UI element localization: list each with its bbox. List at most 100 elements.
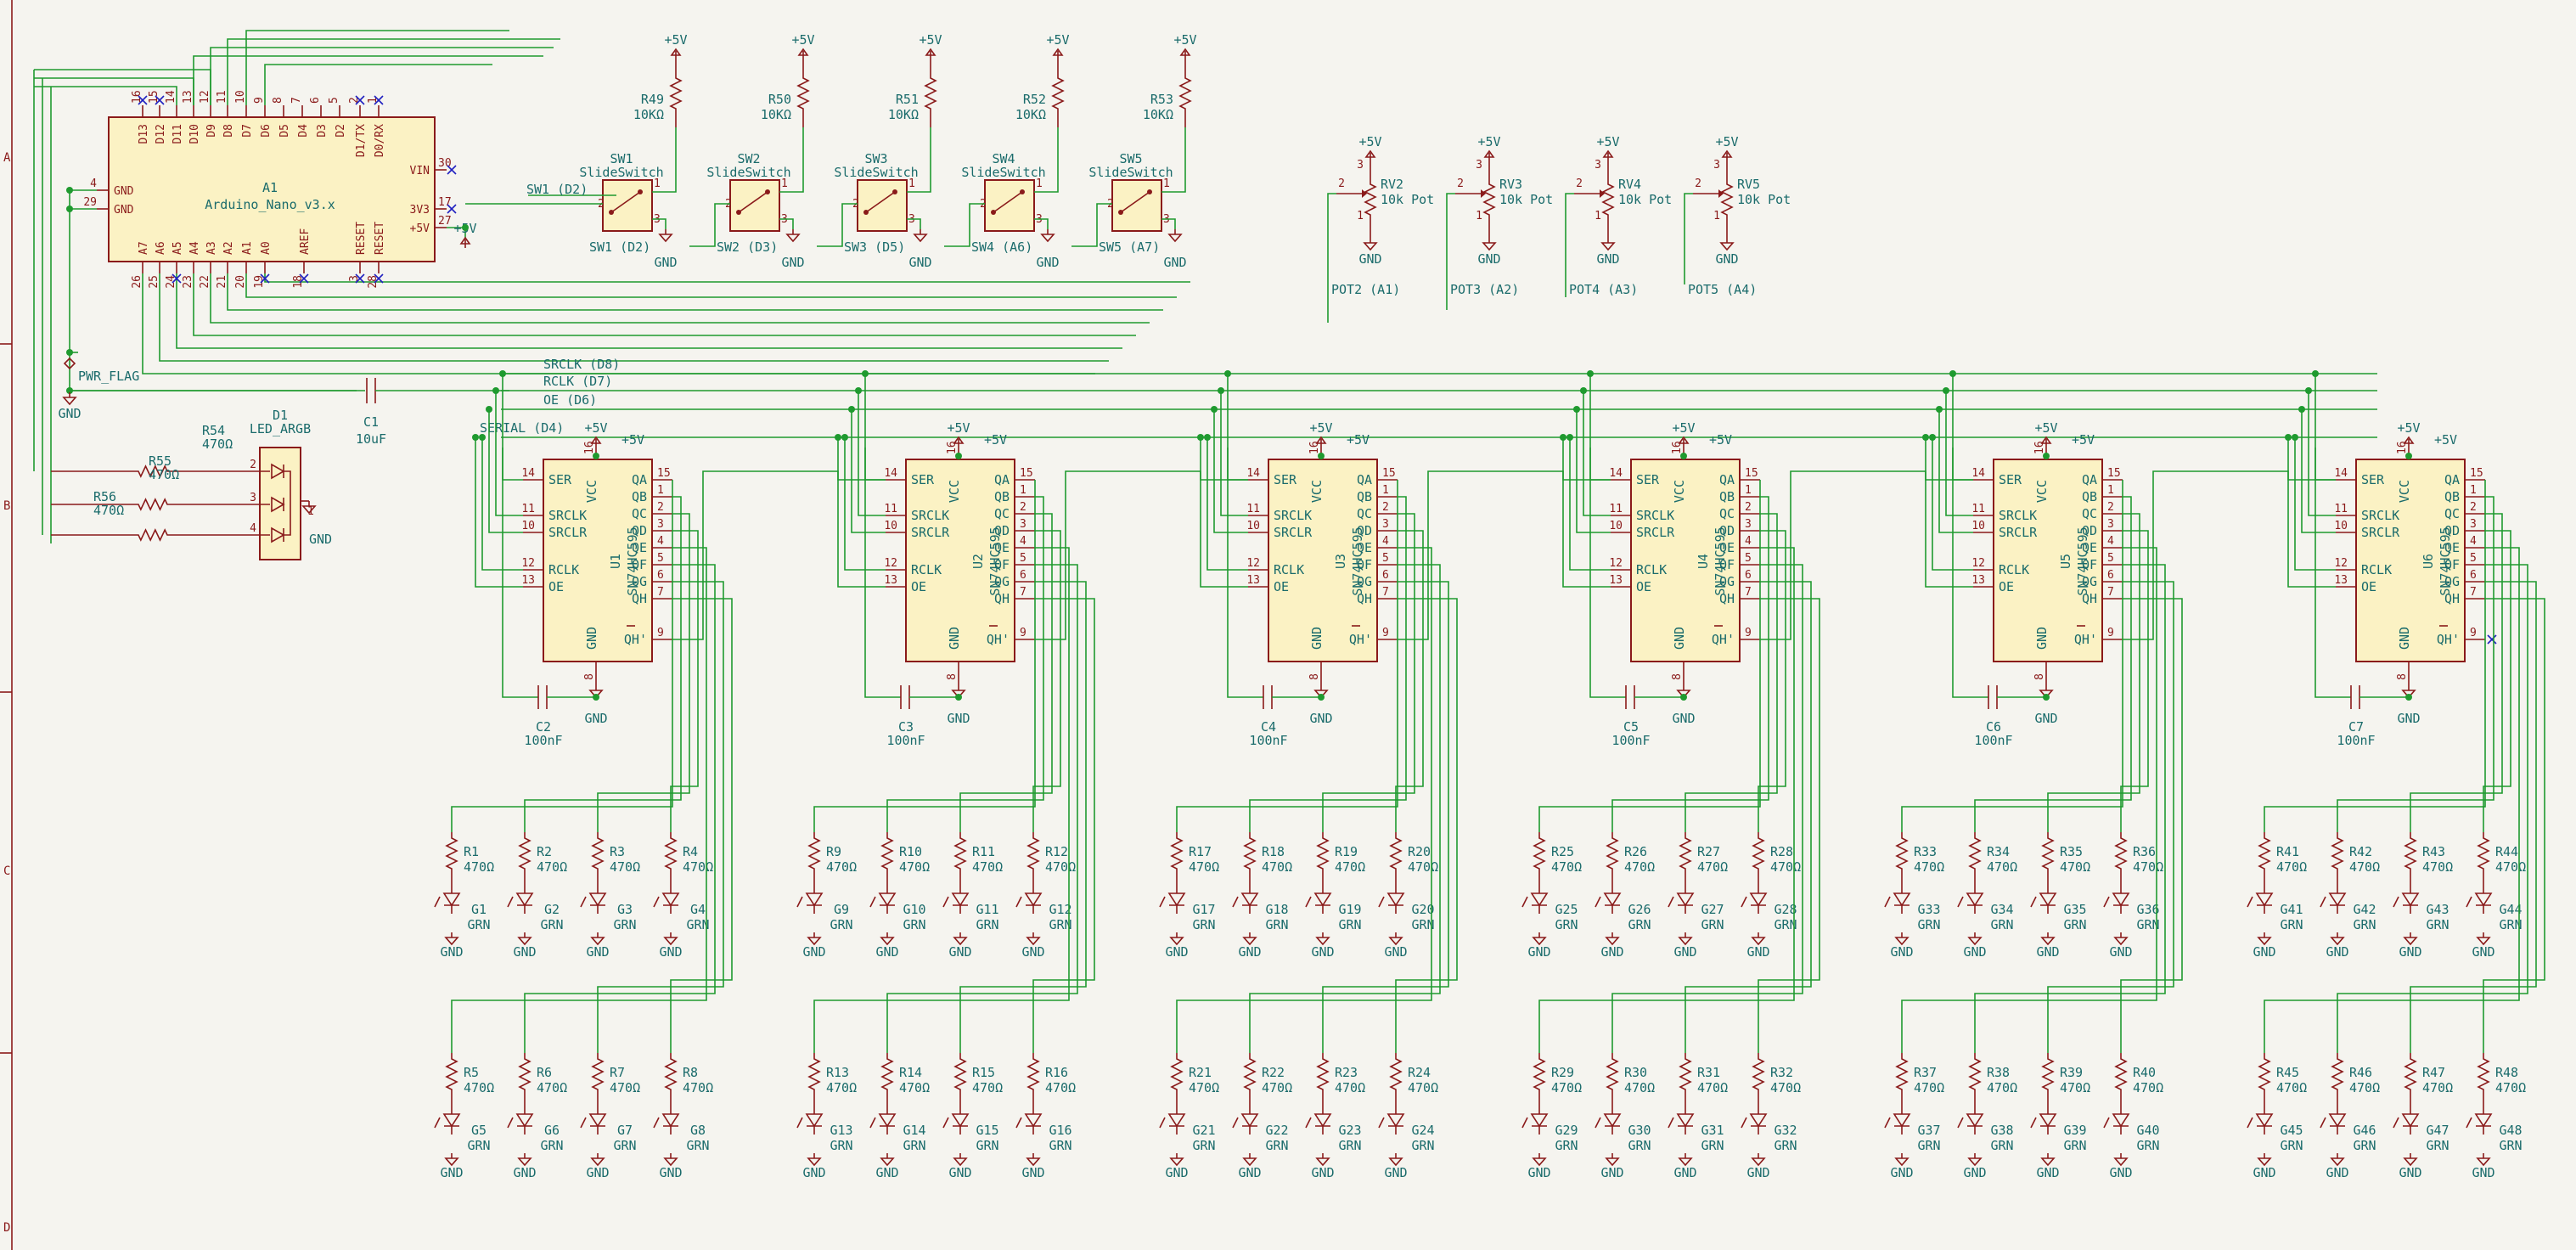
chip-pin-name: OE [1636,579,1651,594]
led-route [1611,496,1769,832]
led-ref: G46 [2353,1123,2376,1138]
res-ref: R52 [1023,92,1046,107]
led-ref: G30 [1628,1123,1651,1138]
chip-ref: U2 [970,554,986,569]
led-route [1395,530,1424,832]
switch-wire [1034,127,1059,193]
led-ref: G34 [1990,902,2013,917]
chip-pin-name: QC [994,506,1010,521]
switch-ref: SW3 [864,151,887,166]
pot-pin-num: 2 [1576,177,1583,190]
junction [492,387,499,394]
led-res-ref: R22 [1262,1065,1285,1080]
vcc-label: +5V [2034,420,2057,436]
gnd-label: GND [659,1165,682,1180]
junction [1224,370,1231,377]
switch-wire [1161,127,1186,193]
led-route [1322,581,1449,1053]
pot-value: 10k Pot [1381,192,1434,207]
chip-pin-num: 14 [521,467,535,480]
arduino-bot-wire [227,273,1163,311]
chip-bus-tap [1213,409,1248,533]
pot-pin-num: 1 [1357,210,1364,222]
led-route [2047,581,2174,1053]
gnd-symbol [444,1157,459,1167]
led-triangle [2401,892,2420,907]
led-res [1968,1053,1982,1095]
chip-pin-name: QD [1357,523,1372,538]
chip-pin-num: 13 [2334,574,2348,587]
junction [2312,370,2319,377]
chip-pin-num: 10 [521,520,535,532]
led-res [953,1053,967,1095]
chip-pin-num: 14 [2334,467,2348,480]
chip-pin-num: 12 [2334,557,2348,570]
vcc-label: +5V [1046,32,1069,48]
led-res-value: 470Ω [1045,1080,1076,1095]
led-ref: G27 [1701,902,1724,917]
switch-value: SlideSwitch [579,165,663,180]
chip-pin-num: 4 [1745,535,1752,548]
pot-ref: RV2 [1381,177,1403,192]
chip-pin-num: 11 [1971,503,1985,515]
chip-pin-num: 7 [1382,586,1389,599]
junction [1560,434,1566,441]
gnd-label: GND [440,1165,463,1180]
led-ray [2466,896,2472,908]
junction [1680,453,1687,459]
cap-value: 100nF [1974,733,2012,748]
led-ref: G16 [1049,1123,1071,1138]
arduino-pin-name: D13 [138,124,150,144]
arduino-bot-wire [245,273,1177,298]
led-ray [1668,1117,1674,1129]
led-route [1685,513,1778,832]
chip-pin-num: 4 [657,535,664,548]
led-res-ref: R47 [2422,1065,2445,1080]
arduino-pin-name: D12 [155,124,167,144]
chip-pin-name: OE [911,579,926,594]
arduino-pin-name: D9 [205,124,218,138]
gnd-symbol [2403,937,2418,946]
chip-pin-num: 2 [1382,501,1389,514]
cap-ref: C5 [1623,719,1639,735]
led-value: GRN [2063,1138,2086,1153]
led-route [670,598,733,1053]
chip-pin-name: QF [2082,557,2097,572]
pot-pin-num: 3 [1595,159,1601,172]
led-res [1968,832,1982,875]
chip-pin-name: QH [1719,591,1735,606]
chip-pin-name: QE [2082,540,2097,555]
chip-gnd-name: GND [584,627,599,650]
led-route [1538,480,1761,832]
led-res-ref: R40 [2133,1065,2156,1080]
res-value: 470Ω [149,467,179,482]
led-ref: G18 [1265,902,1288,917]
chip-ref: U3 [1333,554,1348,569]
led-triangle [1749,1113,1768,1128]
led-ray [2320,1117,2326,1129]
gnd-symbol [301,505,317,515]
pot-ref: RV5 [1737,177,1760,192]
arduino-pin-num: 21 [216,275,228,289]
led-res-value: 470Ω [683,859,713,875]
pot-wire [1446,193,1455,310]
switch-contact [892,189,897,194]
switch-wire [1034,218,1049,229]
led-triangle [2401,1113,2420,1128]
chip-pin-num: 8 [946,673,959,680]
chip-bus-tap [1569,437,1611,571]
led-value: GRN [830,917,852,932]
gnd-label: GND [1963,1165,1986,1180]
chip-pin-num: 9 [657,627,664,639]
gnd-symbol [2113,937,2129,946]
led-route [2264,480,2486,832]
arduino-pin-num: 7 [290,97,303,104]
gnd-symbol [2257,937,2272,946]
